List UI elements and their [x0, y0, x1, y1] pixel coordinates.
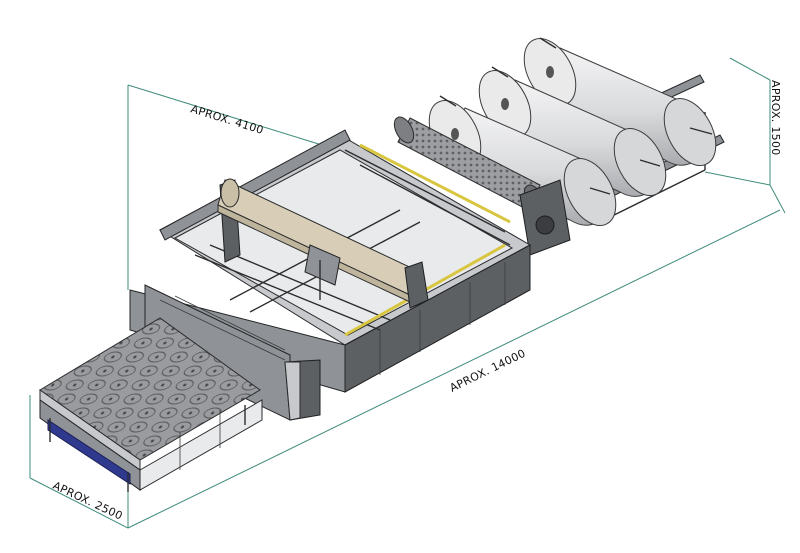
- material-roll-3: [523, 38, 717, 166]
- length-dimension-label: APROX. 14000: [448, 347, 528, 395]
- roll-spindles: [439, 37, 713, 195]
- feed-drum: [393, 116, 571, 256]
- material-roll-2: [478, 70, 667, 197]
- loading-table: [39, 317, 263, 492]
- table-dimension-label: APROX. 2500: [51, 479, 125, 523]
- width-dimension-label: APROX. 4100: [189, 102, 265, 137]
- cutting-gantry: [217, 178, 429, 309]
- height-dimension-label: APROX. 1500: [769, 80, 782, 156]
